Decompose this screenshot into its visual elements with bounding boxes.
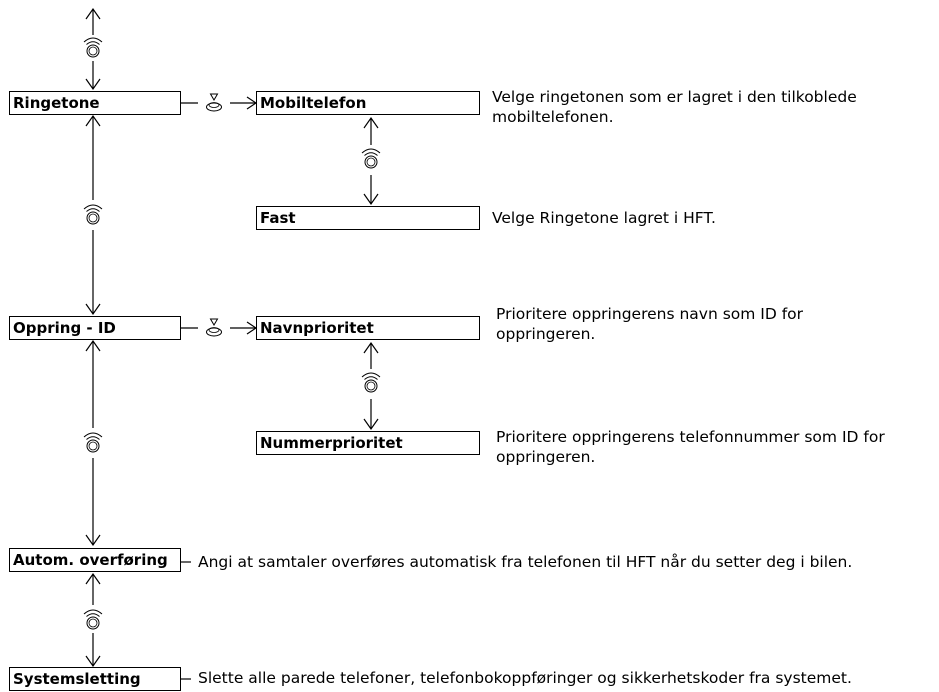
menu-item-ringetone: Ringetone xyxy=(9,91,181,115)
down-arrow-to-ringetone xyxy=(85,61,101,91)
up-arrow-to-mobiltelefon xyxy=(363,116,379,145)
description-systemsletting: Slette alle parede telefoner, telefonbok… xyxy=(198,668,852,688)
option-nummerprioritet: Nummerprioritet xyxy=(256,431,480,455)
option-label: Navnprioritet xyxy=(260,319,374,337)
scroll-knob-icon xyxy=(83,37,103,58)
up-arrow-to-autom xyxy=(85,572,101,605)
description-fast: Velge Ringetone lagret i HFT. xyxy=(492,208,716,228)
top-up-arrow xyxy=(85,7,101,35)
menu-item-label: Ringetone xyxy=(13,94,100,112)
up-arrow-to-navnprioritet xyxy=(363,341,379,369)
menu-item-autom-overforing: Autom. overføring xyxy=(9,548,181,572)
press-knob-icon xyxy=(206,318,222,337)
option-mobiltelefon: Mobiltelefon xyxy=(256,91,480,115)
option-label: Fast xyxy=(260,209,296,227)
down-arrow-to-systemsletting xyxy=(85,633,101,668)
down-arrow-to-autom xyxy=(85,458,101,547)
description-line: Angi at samtaler overføres automatisk fr… xyxy=(198,553,853,571)
scroll-knob-icon xyxy=(361,372,381,393)
description-line: Velge ringetonen som er lagret i den til… xyxy=(492,88,857,106)
description-line: oppringeren. xyxy=(496,325,596,343)
up-arrow-to-oppring xyxy=(85,339,101,428)
option-navnprioritet: Navnprioritet xyxy=(256,316,480,340)
down-arrow-to-oppring xyxy=(85,230,101,316)
option-fast: Fast xyxy=(256,206,480,230)
menu-item-systemsletting: Systemsletting xyxy=(9,667,181,691)
option-label: Mobiltelefon xyxy=(260,94,367,112)
scroll-knob-icon xyxy=(83,204,103,225)
down-arrow-to-fast xyxy=(363,175,379,206)
press-knob-icon xyxy=(206,93,222,112)
menu-item-label: Systemsletting xyxy=(13,670,141,688)
description-line: mobiltelefonen. xyxy=(492,108,614,126)
description-line: Prioritere oppringerens telefonnummer so… xyxy=(496,428,885,446)
description-autom-overforing: Angi at samtaler overføres automatisk fr… xyxy=(198,552,852,572)
description-nummerprioritet: Prioritere oppringerens telefonnummer so… xyxy=(496,427,885,467)
description-line: Velge Ringetone lagret i HFT. xyxy=(492,209,716,227)
menu-item-label: Autom. overføring xyxy=(13,551,168,569)
menu-item-label: Oppring - ID xyxy=(13,319,116,337)
description-line: oppringeren. xyxy=(496,448,596,466)
description-line: Slette alle parede telefoner, telefonbok… xyxy=(198,669,852,687)
down-arrow-to-nummerprioritet xyxy=(363,399,379,431)
scroll-knob-icon xyxy=(83,609,103,630)
up-arrow-to-ringetone xyxy=(85,114,101,200)
description-line: Prioritere oppringerens navn som ID for xyxy=(496,305,804,323)
scroll-knob-icon xyxy=(83,432,103,453)
description-mobiltelefon: Velge ringetonen som er lagret i den til… xyxy=(492,87,857,127)
scroll-knob-icon xyxy=(361,148,381,169)
option-label: Nummerprioritet xyxy=(260,434,403,452)
description-navnprioritet: Prioritere oppringerens navn som ID for … xyxy=(496,304,803,344)
menu-item-oppring-id: Oppring - ID xyxy=(9,316,181,340)
